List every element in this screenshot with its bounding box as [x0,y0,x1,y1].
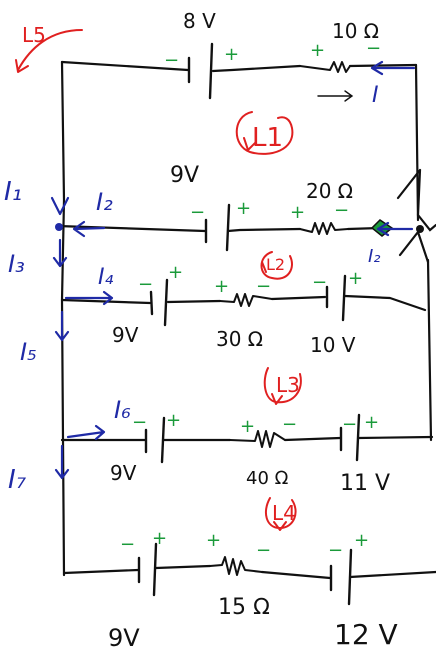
arrow-top-current-left [370,60,416,76]
pol-15r-plus: + [206,530,221,551]
pol-10r-minus: − [366,38,381,59]
label-l4: L4 [272,501,296,525]
label-8v: 8 V [183,9,216,33]
branch2-wire [56,224,382,233]
label-l2: L2 [266,255,285,274]
label-10-ohm: 10 Ω [332,19,379,43]
pol-40r-plus: + [240,416,255,437]
branch4-wire [60,435,434,442]
label-12v: 12 V [334,618,398,651]
label-i3: I₃ [8,250,25,278]
label-l5: L5 [22,23,46,47]
arrow-i2 [72,220,106,238]
battery-10v [325,274,347,322]
pol-9v3-plus: + [168,262,183,283]
loop-l5-arc [15,29,83,73]
pol-10r-plus: + [310,40,325,61]
wires [56,60,436,580]
battery-9v-branch3 [149,278,169,327]
label-i5: I₅ [20,338,37,366]
label-10v: 10 V [310,333,356,357]
label-30-ohm: 30 Ω [216,327,263,351]
loop-l4-arc [264,497,297,531]
pol-12v-minus: − [328,540,343,561]
resistor-20-ohm [299,222,349,235]
label-l1: L1 [252,123,283,153]
resistor-10-ohm [299,61,351,73]
pol-11v-minus: − [342,414,357,435]
pol-30r-plus: + [214,276,229,297]
pol-8v-minus: − [164,50,179,71]
pol-20r-plus: + [290,202,305,223]
arrow-i5 [54,310,70,342]
pol-12v-plus: + [354,530,369,551]
resistor-30-ohm [219,293,273,307]
label-i2: I₂ [96,188,113,216]
right-rail [414,63,433,442]
loop-arrows [15,29,302,531]
junction-dot-right [416,225,424,233]
resistors [209,61,351,576]
label-i1: I₁ [4,177,22,207]
label-40-ohm: 40 Ω [246,468,289,489]
pol-9v2-minus: − [190,202,205,223]
battery-8v [187,42,214,100]
pol-10v-minus: − [312,272,327,293]
label-20-ohm: 20 Ω [306,179,353,203]
pol-11v-plus: + [364,412,379,433]
pol-40r-minus: − [282,414,297,435]
junction-dot-left [55,223,63,231]
right-junction-fragment [396,168,436,264]
pol-15r-minus: − [256,540,271,561]
loop-l3-arc [263,367,302,405]
arrow-right-i2 [376,221,414,237]
label-9v-branch3: 9V [112,323,139,347]
label-9v-branch2: 9V [170,163,199,188]
battery-9v-branch5 [137,542,158,597]
pol-9v3-minus: − [138,274,153,295]
battery-12v [329,548,353,606]
resistor-40-ohm [229,430,286,448]
pol-9v2-plus: + [236,198,251,219]
resistor-15-ohm [209,556,263,576]
top-branch-wire [60,60,418,73]
label-i7: I₇ [8,465,27,495]
branch5-wire [62,564,436,580]
arrow-i4 [64,290,114,306]
label-9v-branch5: 9V [108,624,140,652]
arrow-i6 [66,424,106,441]
pol-9v4-minus: − [132,412,147,433]
pol-9v4-plus: + [166,410,181,431]
arrow-i1 [50,196,70,216]
label-11v: 11 V [340,471,390,496]
arrow-i3 [52,238,68,268]
label-15-ohm: 15 Ω [218,595,270,620]
arrow-i7 [54,444,70,480]
pol-10v-plus: + [348,268,363,289]
loop-l1-arc [235,111,294,155]
pol-9v5-plus: + [152,528,167,549]
batteries [137,42,361,606]
label-i4: I₄ [98,265,113,290]
label-i2-right: I₂ [368,246,381,267]
pol-30r-minus: − [256,276,271,297]
pol-8v-plus: + [224,44,239,65]
top-current-indicator-arrow [317,90,354,102]
loop-l2-arc [260,251,293,280]
label-9v-branch4: 9V [110,461,137,485]
polarity-marks: − + + − − + + − − + + − − + − + + − − + … [120,38,381,561]
label-i6: I₆ [114,396,131,424]
pol-20r-minus: − [334,200,349,221]
label-l3: L3 [276,373,300,397]
label-current-i-top: I [372,83,379,108]
current-arrows [50,60,416,480]
battery-11v [339,413,361,462]
battery-9v-branch4 [144,416,166,464]
battery-9v-branch2 [204,203,231,252]
pol-9v5-minus: − [120,534,135,555]
